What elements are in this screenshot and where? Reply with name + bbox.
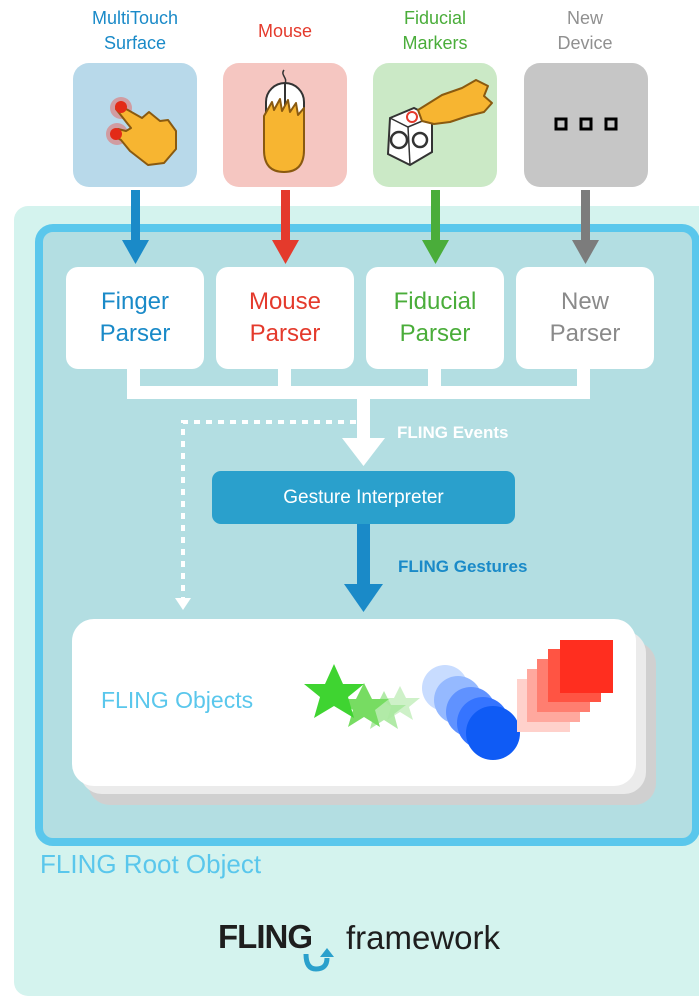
fling-objects-label: FLING Objects — [101, 687, 254, 713]
gesture-interpreter-label: Gesture Interpreter — [283, 486, 444, 508]
fling-logo: FLING — [218, 918, 313, 955]
device-label-mouse: Mouse — [257, 21, 313, 41]
device-label-fiducial: Fiducial Markers — [402, 8, 468, 53]
fiducial-parser-label: Fiducial Parser — [393, 288, 477, 347]
device-label-new: New Device — [557, 8, 613, 53]
arrow-multitouch — [122, 190, 149, 264]
gesture-interpreter-box: Gesture Interpreter — [212, 471, 515, 524]
fling-events-label: FLING Events — [397, 423, 509, 442]
arrow-fiducial — [422, 190, 449, 264]
ellipsis-icon — [554, 117, 618, 131]
new-parser-label: New Parser — [549, 288, 621, 347]
mouse-parser-label: Mouse Parser — [248, 288, 322, 347]
mouse-hand-icon — [263, 69, 305, 173]
device-box-new — [524, 63, 648, 187]
device-label-multitouch: MultiTouch Surface — [91, 8, 179, 53]
gestures-arrow — [344, 524, 383, 612]
new-parser: New Parser — [516, 267, 654, 369]
mouse-parser: Mouse Parser — [216, 267, 354, 369]
arrow-mouse — [272, 190, 299, 264]
finger-parser-label: Finger Parser — [99, 288, 171, 347]
arrow-new-device — [572, 190, 599, 264]
green-stars-icon — [304, 664, 420, 729]
finger-parser: Finger Parser — [66, 267, 204, 369]
root-object-label: FLING Root Object — [40, 849, 262, 879]
merge-connector — [127, 369, 590, 466]
fling-logo-hook-icon — [303, 948, 334, 972]
events-bypass-dotted — [175, 420, 356, 610]
hand-touch-icon — [106, 97, 177, 166]
framework-label: framework — [346, 919, 501, 956]
fiducial-cube-icon — [386, 79, 493, 167]
fling-gestures-label: FLING Gestures — [398, 557, 528, 576]
fiducial-parser: Fiducial Parser — [366, 267, 504, 369]
red-squares-icon — [517, 640, 613, 732]
blue-circles-icon — [422, 665, 520, 760]
